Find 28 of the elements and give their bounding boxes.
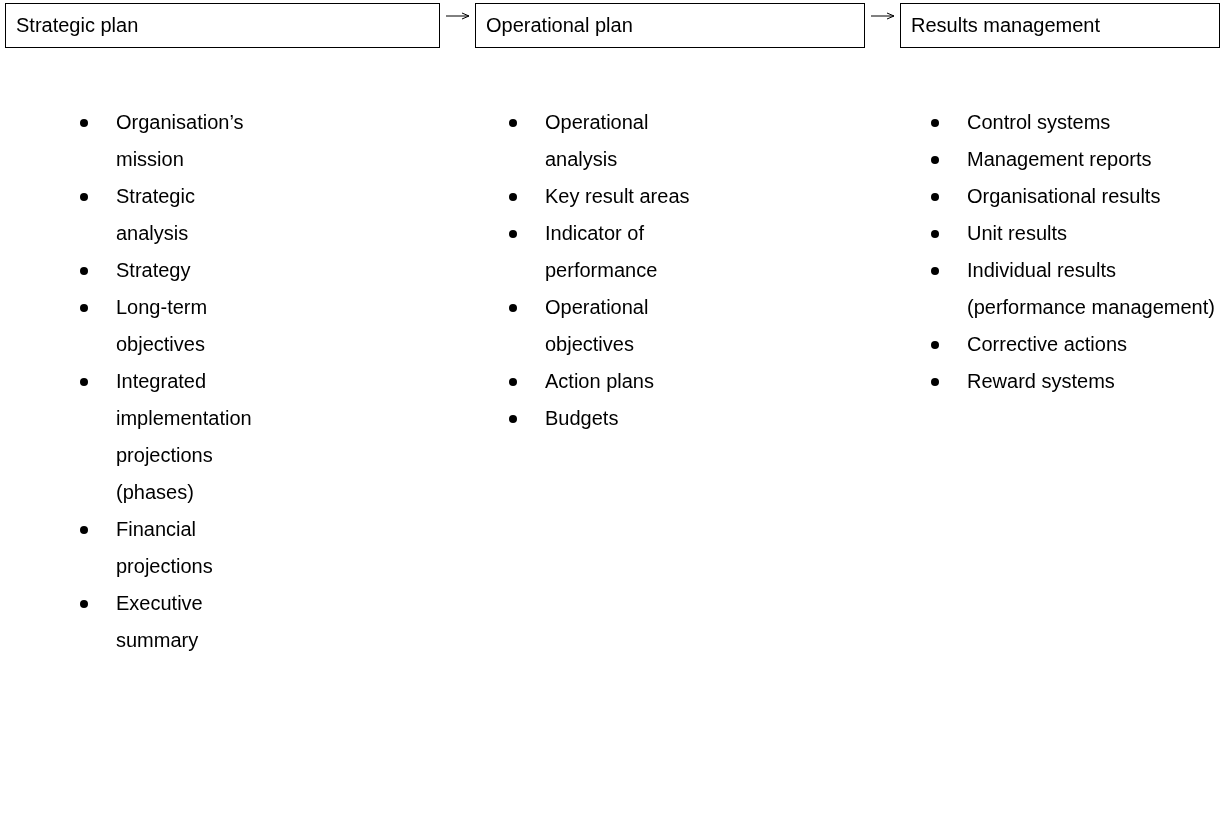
arrow (870, 12, 895, 20)
list-item: Operational objectives (545, 295, 650, 357)
list-item: Integrated implementation projections (phases) (116, 369, 253, 505)
list-item: Corrective actions (967, 332, 1129, 357)
list-item: Unit results (967, 221, 1069, 246)
list-item: Reward systems (967, 369, 1116, 394)
list-item: Long-term objectives (116, 295, 209, 357)
list-item: Organisational results (967, 184, 1162, 209)
list-item: Organisation’s mission (116, 110, 245, 172)
process-box (5, 3, 440, 48)
list-item: Key result areas (545, 184, 691, 209)
list-item: Action plans (545, 369, 655, 394)
list-item: Financial projections (116, 517, 214, 579)
list-item: Budgets (545, 406, 620, 431)
box-title: Strategic plan (16, 14, 139, 37)
list-item: Control systems (967, 110, 1112, 135)
list-item: Executive summary (116, 591, 204, 653)
process-box (475, 3, 865, 48)
list-item: Strategy (116, 258, 192, 283)
process-box (900, 3, 1220, 48)
list-item: Operational analysis (545, 110, 650, 172)
arrow (445, 12, 470, 20)
box-title: Results management (911, 14, 1100, 37)
box-title: Operational plan (486, 14, 633, 37)
list-item: Management reports (967, 147, 1153, 172)
list-item: Individual results (performance management) (967, 258, 1216, 320)
list-item: Strategic analysis (116, 184, 196, 246)
list-item: Indicator of performance (545, 221, 659, 283)
